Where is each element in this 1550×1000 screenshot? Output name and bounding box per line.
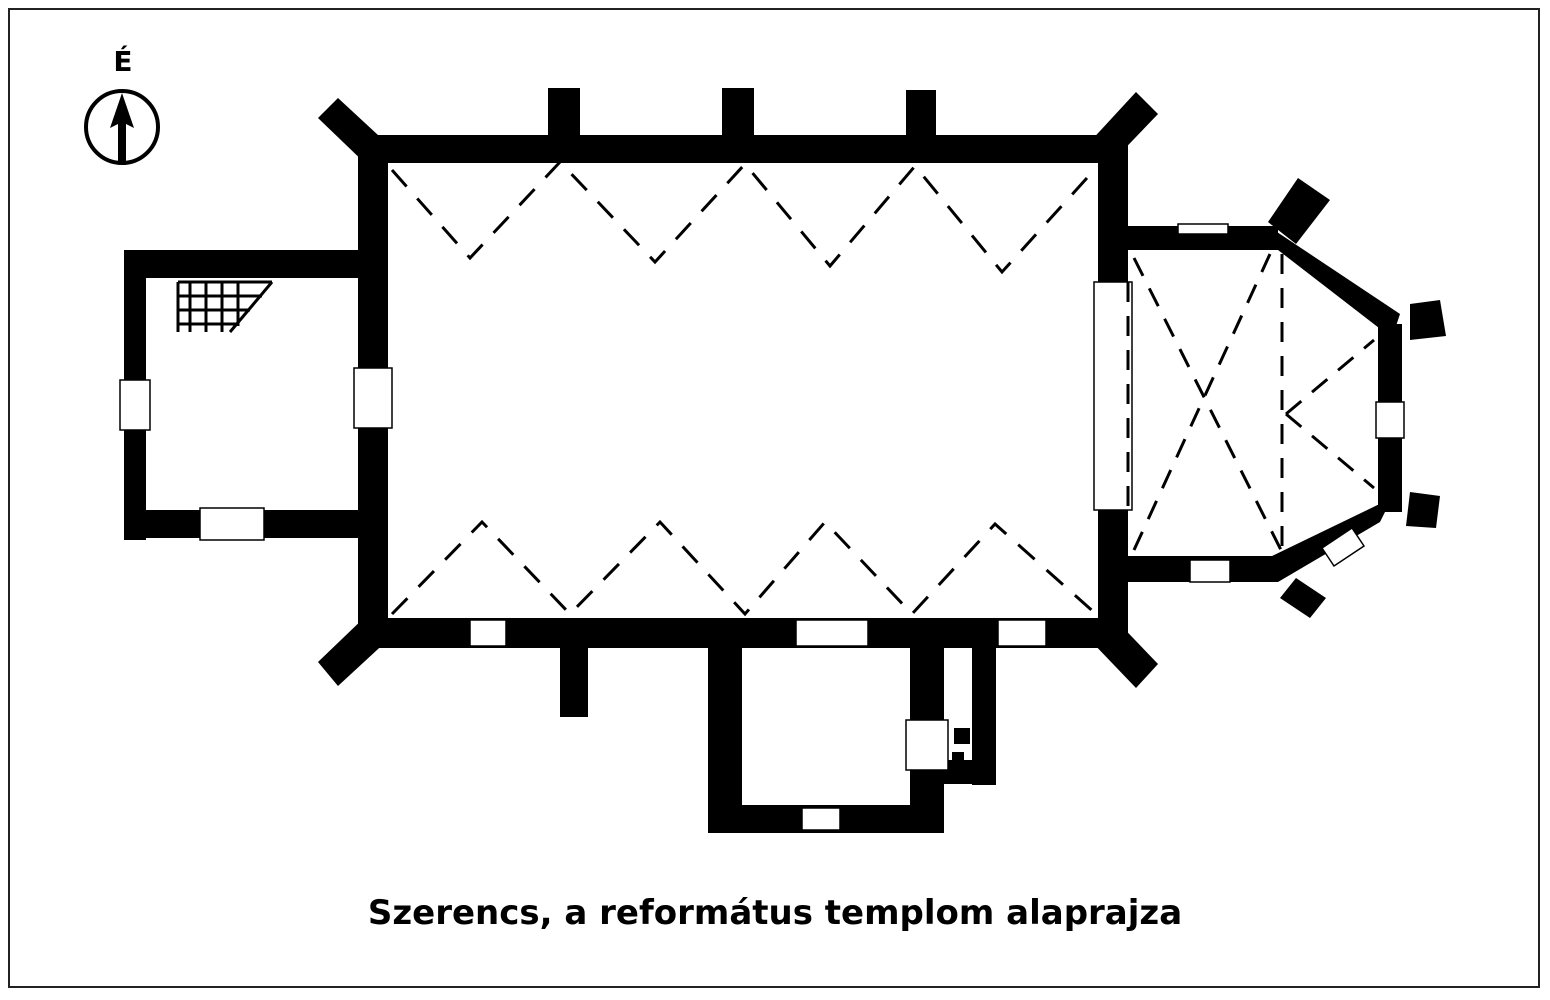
- south-annex-walls: [708, 645, 996, 833]
- south-annex-openings: [801, 719, 949, 831]
- chancel-openings: [1177, 223, 1405, 583]
- nave-vault-lines: [390, 159, 1098, 617]
- diagram-frame: [8, 8, 1540, 988]
- nave-openings: [353, 281, 1133, 647]
- diagram-caption: Szerencs, a református templom alaprajza: [367, 893, 1183, 933]
- chancel-walls: [1126, 178, 1446, 618]
- chancel-vault-lines: [1126, 253, 1375, 553]
- stair: [176, 280, 274, 333]
- west-tower-walls: [124, 250, 360, 540]
- west-tower-openings: [119, 379, 265, 541]
- north-label: É: [113, 45, 133, 78]
- north-arrow-icon: [84, 89, 160, 165]
- south-annex-details: [952, 728, 970, 762]
